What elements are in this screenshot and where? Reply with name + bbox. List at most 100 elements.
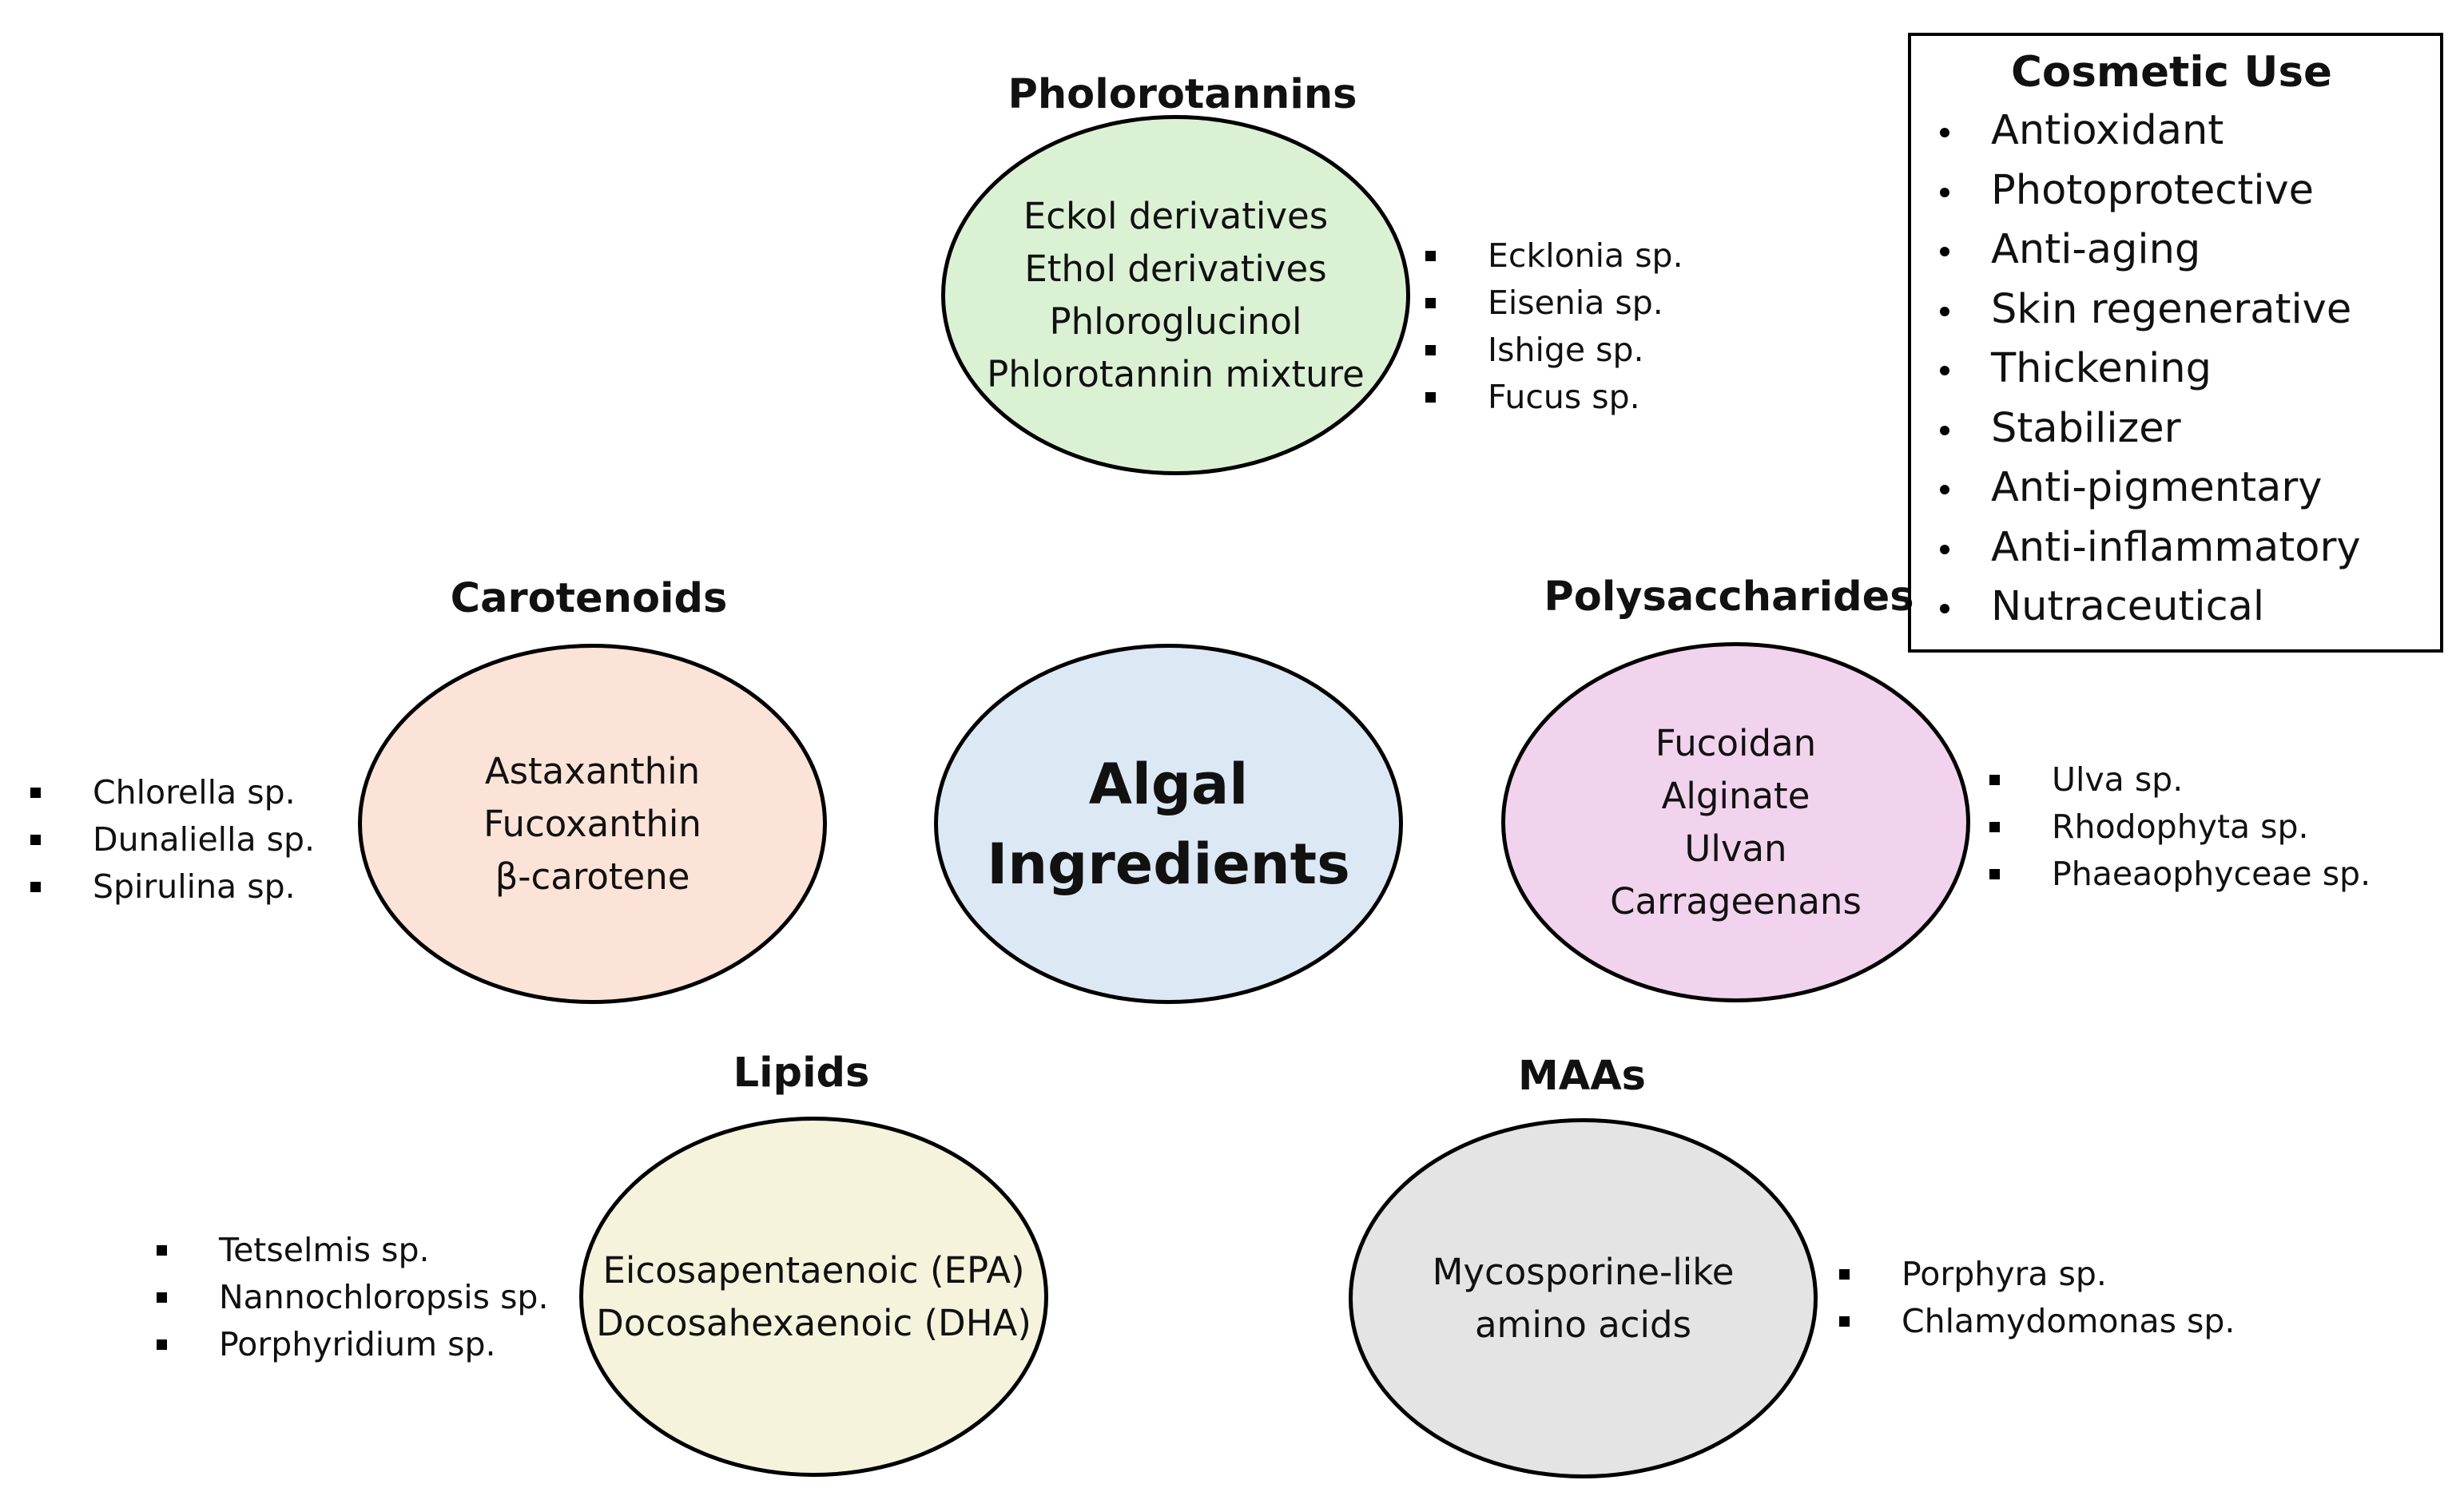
center-ellipse: Algal Ingredients: [934, 644, 1403, 1004]
polysaccharides-item: Ulvan: [1684, 827, 1787, 870]
maas-title: MAAs: [1517, 1053, 1647, 1100]
phlorotannins-title: Pholorotannins: [1007, 71, 1357, 118]
square-bullet-icon: [1425, 345, 1436, 355]
polysaccharides-ellipse: Fucoidan Alginate Ulvan Carrageenans: [1501, 642, 1970, 1002]
species-item: Chlamydomonas sp.: [1839, 1298, 2235, 1345]
cosmetic-use-item: Photoprotective: [1911, 161, 2440, 221]
cosmetic-use-box: Cosmetic Use Antioxidant Photoprotective…: [1908, 33, 2443, 653]
cosmetic-use-list: Antioxidant Photoprotective Anti-aging S…: [1911, 101, 2440, 637]
species-item: Rhodophyta sp.: [1989, 804, 2371, 851]
round-bullet-icon: [1940, 128, 1949, 137]
cosmetic-use-item: Anti-aging: [1911, 220, 2440, 280]
polysaccharides-item: Carrageenans: [1610, 879, 1862, 923]
phlorotannins-species-list: Ecklonia sp. Eisenia sp. Ishige sp. Fucu…: [1425, 232, 1683, 421]
polysaccharides-species-list: Ulva sp. Rhodophyta sp. Phaeaophyceae sp…: [1989, 756, 2371, 898]
square-bullet-icon: [30, 882, 41, 892]
square-bullet-icon: [1839, 1269, 1850, 1280]
cosmetic-use-item: Anti-pigmentary: [1911, 458, 2440, 518]
round-bullet-icon: [1940, 604, 1949, 613]
cosmetic-use-label: Anti-inflammatory: [1991, 523, 2361, 571]
species-label: Dunaliella sp.: [93, 820, 316, 859]
phlorotannins-item: Phlorotannin mixture: [987, 352, 1365, 395]
species-label: Nannochloropsis sp.: [219, 1278, 549, 1316]
species-label: Eisenia sp.: [1488, 284, 1663, 322]
maas-ellipse: Mycosporine-like amino acids: [1349, 1118, 1818, 1478]
species-label: Rhodophyta sp.: [2052, 808, 2309, 846]
species-label: Ishige sp.: [1488, 331, 1644, 369]
cosmetic-use-item: Antioxidant: [1911, 101, 2440, 161]
species-item: Porphyra sp.: [1839, 1251, 2235, 1298]
cosmetic-use-label: Antioxidant: [1991, 107, 2224, 154]
lipids-ellipse: Eicosapentaenoic (EPA) Docosahexaenoic (…: [579, 1117, 1048, 1477]
phlorotannins-ellipse: Eckol derivatives Ethol derivatives Phlo…: [941, 115, 1410, 475]
species-label: Chlorella sp.: [93, 773, 296, 812]
cosmetic-use-label: Thickening: [1991, 345, 2212, 392]
square-bullet-icon: [1989, 822, 2000, 832]
cosmetic-use-label: Nutraceutical: [1991, 583, 2265, 630]
species-item: Eisenia sp.: [1425, 280, 1683, 327]
round-bullet-icon: [1940, 187, 1949, 197]
cosmetic-use-item: Stabilizer: [1911, 399, 2440, 459]
species-item: Nannochloropsis sp.: [157, 1274, 548, 1321]
cosmetic-use-item: Skin regenerative: [1911, 280, 2440, 340]
species-label: Chlamydomonas sp.: [1902, 1302, 2235, 1340]
polysaccharides-item: Alginate: [1661, 774, 1810, 817]
round-bullet-icon: [1940, 247, 1949, 256]
species-item: Dunaliella sp.: [30, 816, 315, 863]
round-bullet-icon: [1940, 485, 1949, 494]
lipids-title: Lipids: [733, 1050, 870, 1097]
species-label: Phaeaophyceae sp.: [2052, 855, 2371, 893]
species-label: Porphyridium sp.: [219, 1325, 496, 1363]
square-bullet-icon: [1989, 869, 2000, 879]
species-label: Ecklonia sp.: [1488, 236, 1683, 275]
species-label: Porphyra sp.: [1902, 1255, 2107, 1293]
round-bullet-icon: [1940, 544, 1949, 554]
square-bullet-icon: [1989, 775, 2000, 785]
species-item: Ishige sp.: [1425, 327, 1683, 374]
square-bullet-icon: [157, 1245, 167, 1256]
cosmetic-use-label: Anti-aging: [1991, 226, 2201, 273]
round-bullet-icon: [1940, 366, 1949, 375]
carotenoids-title: Carotenoids: [450, 575, 728, 622]
cosmetic-use-item: Nutraceutical: [1911, 577, 2440, 637]
species-item: Chlorella sp.: [30, 769, 315, 816]
lipids-item: Eicosapentaenoic (EPA): [602, 1248, 1025, 1292]
species-item: Fucus sp.: [1425, 374, 1683, 421]
round-bullet-icon: [1940, 306, 1949, 316]
species-item: Tetselmis sp.: [157, 1227, 548, 1274]
maas-species-list: Porphyra sp. Chlamydomonas sp.: [1839, 1251, 2235, 1345]
phlorotannins-item: Phloroglucinol: [1049, 300, 1302, 343]
lipids-item: Docosahexaenoic (DHA): [596, 1301, 1031, 1344]
square-bullet-icon: [157, 1339, 167, 1350]
species-label: Spirulina sp.: [93, 867, 296, 906]
carotenoids-item: β-carotene: [495, 855, 690, 898]
cosmetic-use-label: Skin regenerative: [1991, 285, 2352, 333]
square-bullet-icon: [30, 788, 41, 798]
carotenoids-item: Fucoxanthin: [483, 802, 701, 845]
species-item: Ulva sp.: [1989, 756, 2371, 804]
cosmetic-use-item: Anti-inflammatory: [1911, 518, 2440, 578]
species-item: Phaeaophyceae sp.: [1989, 851, 2371, 898]
square-bullet-icon: [157, 1292, 167, 1303]
species-label: Tetselmis sp.: [219, 1231, 430, 1269]
species-item: Ecklonia sp.: [1425, 232, 1683, 280]
maas-item: amino acids: [1474, 1303, 1692, 1346]
square-bullet-icon: [1425, 392, 1436, 403]
cosmetic-use-label: Stabilizer: [1991, 404, 2181, 452]
square-bullet-icon: [1839, 1316, 1850, 1327]
cosmetic-use-item: Thickening: [1911, 339, 2440, 399]
round-bullet-icon: [1940, 425, 1949, 435]
cosmetic-use-label: Photoprotective: [1991, 166, 2315, 214]
center-label-line2: Ingredients: [987, 831, 1350, 897]
species-item: Spirulina sp.: [30, 863, 315, 911]
species-label: Fucus sp.: [1488, 378, 1640, 416]
lipids-species-list: Tetselmis sp. Nannochloropsis sp. Porphy…: [157, 1227, 548, 1368]
maas-item: Mycosporine-like: [1432, 1250, 1735, 1293]
cosmetic-use-label: Anti-pigmentary: [1991, 464, 2323, 511]
square-bullet-icon: [30, 835, 41, 845]
carotenoids-item: Astaxanthin: [484, 749, 701, 792]
species-item: Porphyridium sp.: [157, 1321, 548, 1368]
square-bullet-icon: [1425, 251, 1436, 261]
center-label-line1: Algal: [1088, 751, 1249, 817]
polysaccharides-title: Polysaccharides: [1544, 573, 1914, 621]
